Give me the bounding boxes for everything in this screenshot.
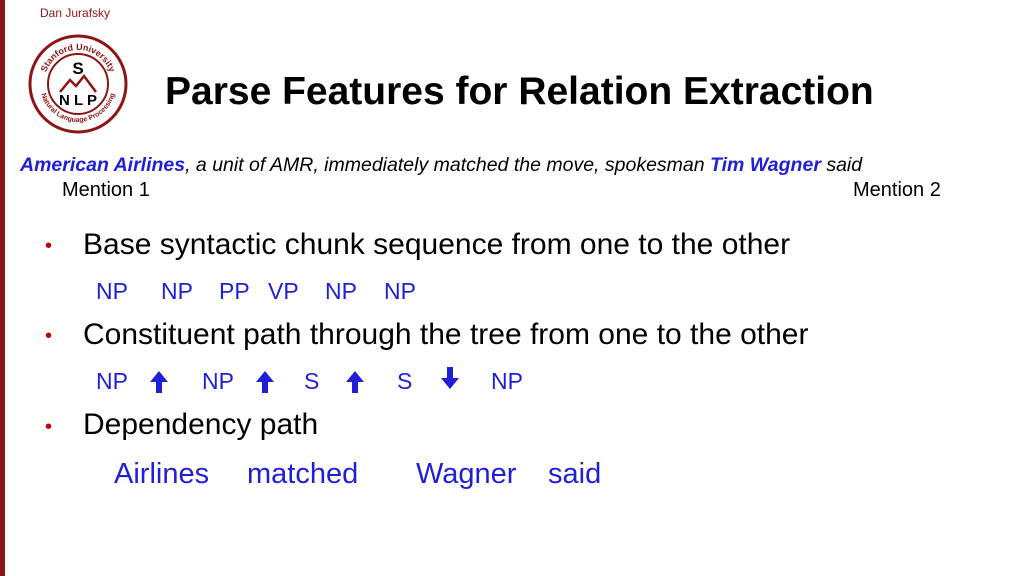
logo-center-nlp: N L P xyxy=(59,92,97,109)
path-node: NP xyxy=(96,368,128,394)
bullet-dependency-path: Dependency path xyxy=(83,408,319,441)
logo-center-s: S xyxy=(72,59,83,78)
chunk-tag: NP xyxy=(96,278,128,304)
entity-mention-1: American Airlines xyxy=(20,154,186,176)
left-accent-bar xyxy=(0,0,5,576)
path-node: S xyxy=(304,368,320,394)
bullet-marker: • xyxy=(45,325,53,347)
dependency-word: Wagner xyxy=(416,458,517,490)
bullet-constituent-path: Constituent path through the tree from o… xyxy=(83,318,809,351)
chunk-tag: NP xyxy=(384,278,416,304)
mention-2-label: Mention 2 xyxy=(853,179,941,201)
chunk-tag: NP xyxy=(325,278,357,304)
path-node: NP xyxy=(202,368,234,394)
bullet-chunk-sequence: Base syntactic chunk sequence from one t… xyxy=(83,228,791,261)
stanford-nlp-logo: Stanford University Natural Language Pro… xyxy=(28,34,128,134)
chunk-tag: PP xyxy=(219,278,250,304)
dependency-word: matched xyxy=(247,458,359,490)
dependency-word: said xyxy=(548,458,602,490)
author-name: Dan Jurafsky xyxy=(40,6,111,20)
up-arrow-icon xyxy=(150,371,168,393)
chunk-tag: NP xyxy=(161,278,193,304)
up-arrow-icon xyxy=(256,371,274,393)
down-arrow-icon xyxy=(441,367,459,389)
example-sentence: American Airlines, a unit of AMR, immedi… xyxy=(20,154,862,177)
dependency-word: Airlines xyxy=(114,458,210,490)
path-node: NP xyxy=(491,368,523,394)
sentence-tail: said xyxy=(820,154,863,176)
entity-mention-2: Tim Wagner xyxy=(710,154,821,176)
up-arrow-icon xyxy=(346,371,364,393)
bullet-marker: • xyxy=(45,235,53,257)
path-node: S xyxy=(397,368,413,394)
sentence-middle: , a unit of AMR, immediately matched the… xyxy=(185,154,711,176)
bullet-marker: • xyxy=(45,416,53,438)
mention-1-label: Mention 1 xyxy=(62,179,150,201)
chunk-tag: VP xyxy=(268,278,299,304)
slide-title: Parse Features for Relation Extraction xyxy=(165,70,874,113)
